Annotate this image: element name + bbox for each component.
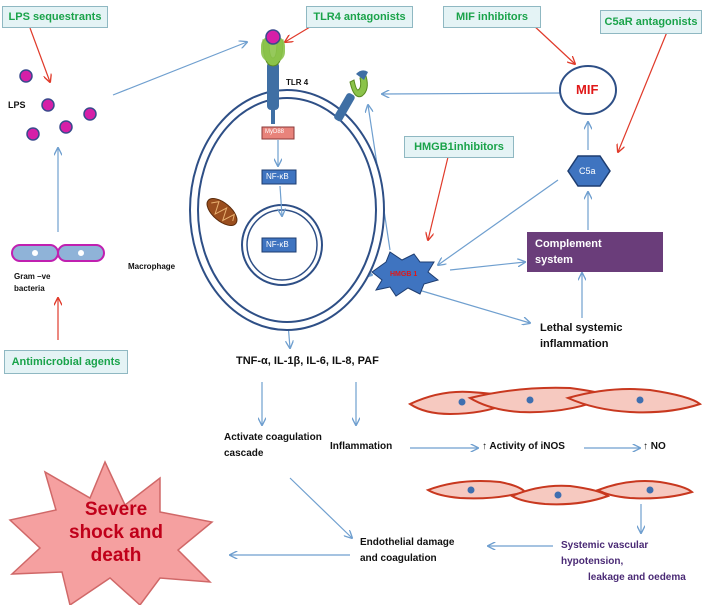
- c5ar-antagonists-box: C5aR antagonists: [600, 10, 702, 34]
- inos-label: ↑ Activity of iNOS: [482, 441, 565, 452]
- complement-label-line2: system: [535, 254, 573, 266]
- endothelial-label-line2: and coagulation: [360, 553, 437, 564]
- tlr4-antagonists-box: TLR4 antagonists: [306, 6, 413, 28]
- lps-label: LPS: [8, 100, 26, 110]
- cytokines-label: TNF-α, IL-1β, IL-6, IL-8, PAF: [236, 355, 379, 367]
- antimicrobial-agents-box: Antimicrobial agents: [4, 350, 128, 374]
- c5a-label: C5a: [579, 166, 596, 176]
- hmgb1-inhibitors-box: HMGB1inhibitors: [404, 136, 514, 158]
- lethal-label-line1: Lethal systemic: [540, 322, 623, 334]
- arrow-nfkb-to-nucleus: [280, 185, 282, 216]
- severe-shock-star: [8, 460, 214, 605]
- mitochondrion: [206, 198, 238, 226]
- endothelial-label-line1: Endothelial damage: [360, 537, 455, 548]
- hypotension-label-line3: leakage and oedema: [588, 572, 686, 583]
- lps-molecules: [19, 69, 97, 141]
- arrow-hmgb1-to-lethal: [411, 287, 530, 323]
- mif-label: MIF: [576, 82, 599, 97]
- receptor-right: [334, 70, 368, 122]
- coagulation-label-line1: Activate coagulation: [224, 432, 322, 443]
- hypotension-label-line2: hypotension,: [561, 556, 624, 567]
- arrow-lps-sequestrants: [29, 27, 50, 82]
- lps-sequestrants-box: LPS sequestrants: [2, 6, 108, 28]
- arrow-coag-to-endothelial: [289, 477, 352, 538]
- hmgb1-node: [371, 251, 440, 297]
- gram-label-line2: bacteria: [14, 284, 45, 293]
- shock-label-line2: shock and: [69, 522, 163, 543]
- complement-label-line1: Complement: [535, 238, 602, 250]
- endothelial-cells-bottom: [425, 480, 695, 506]
- nfkb-box-cytoplasm: [261, 169, 297, 185]
- endothelial-cells-top: [407, 386, 703, 416]
- myd88-label: MyD88: [265, 129, 285, 135]
- c5a-node: [567, 155, 611, 187]
- shock-label: Severe shock and death: [60, 498, 172, 567]
- arrow-mif-to-receptor: [382, 93, 563, 94]
- gram-label-line1: Gram –ve: [14, 272, 51, 281]
- arrow-lps-to-tlr4: [112, 42, 247, 96]
- arrow-mif-inhibitors: [531, 23, 575, 64]
- inflammation-label: Inflammation: [330, 441, 393, 452]
- tlr4-label: TLR 4: [286, 78, 309, 87]
- myd88-box: [261, 126, 295, 140]
- arrow-hmgb1-to-complement: [449, 262, 525, 271]
- lethal-label-line2: inflammation: [540, 338, 609, 350]
- arrow-hmgb1-inhibitors: [428, 156, 449, 240]
- nfkb-label-cytoplasm: NF-κB: [266, 172, 289, 181]
- mif-inhibitors-box: MIF inhibitors: [443, 6, 541, 28]
- arrow-c5a-to-hmgb1: [438, 179, 559, 265]
- arrow-c5ar-antagonists: [618, 31, 668, 152]
- gram-negative-bacteria: [11, 244, 105, 262]
- shock-label-line3: death: [90, 545, 142, 566]
- no-label: ↑ NO: [643, 441, 666, 452]
- complement-system-box: [527, 232, 663, 272]
- coagulation-label-line2: cascade: [224, 448, 264, 459]
- macrophage-label: Macrophage: [128, 262, 176, 271]
- hmgb1-label: HMGB 1: [390, 271, 418, 278]
- mif-node: [559, 65, 617, 115]
- tlr4-receptor: [261, 29, 285, 110]
- hypotension-label-line1: Systemic vascular: [561, 540, 649, 551]
- nfkb-label-nucleus: NF-κB: [266, 240, 289, 249]
- shock-label-line1: Severe: [84, 499, 148, 520]
- nfkb-box-nucleus: [261, 237, 297, 253]
